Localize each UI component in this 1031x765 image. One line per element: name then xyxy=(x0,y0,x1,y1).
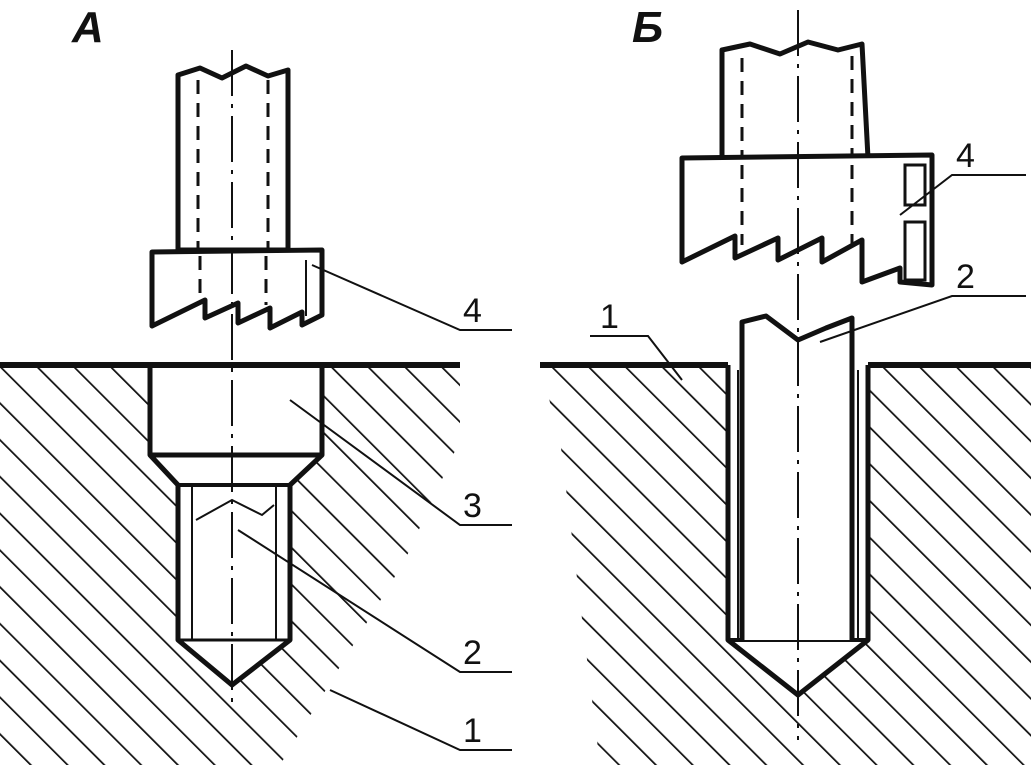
callout-b-4: 4 xyxy=(956,137,975,175)
panel-b-label: Б xyxy=(632,3,663,52)
panel-a: А xyxy=(0,3,512,765)
panel-b: Б xyxy=(540,3,1031,765)
callout-b-2: 2 xyxy=(956,258,975,296)
callout-a-4: 4 xyxy=(463,292,482,330)
cutter-b xyxy=(679,152,935,288)
callout-a-3: 3 xyxy=(463,487,482,525)
panel-a-label: А xyxy=(71,3,104,52)
callout-a-1: 1 xyxy=(463,712,482,750)
cutter-a xyxy=(149,247,325,331)
leaders-b xyxy=(590,174,1026,381)
callout-b-1: 1 xyxy=(600,298,619,336)
stud-break-a xyxy=(195,498,275,521)
leaders-a xyxy=(237,264,512,751)
workpiece-a xyxy=(0,365,460,765)
callout-a-2: 2 xyxy=(463,634,482,672)
shank-b xyxy=(719,39,871,161)
